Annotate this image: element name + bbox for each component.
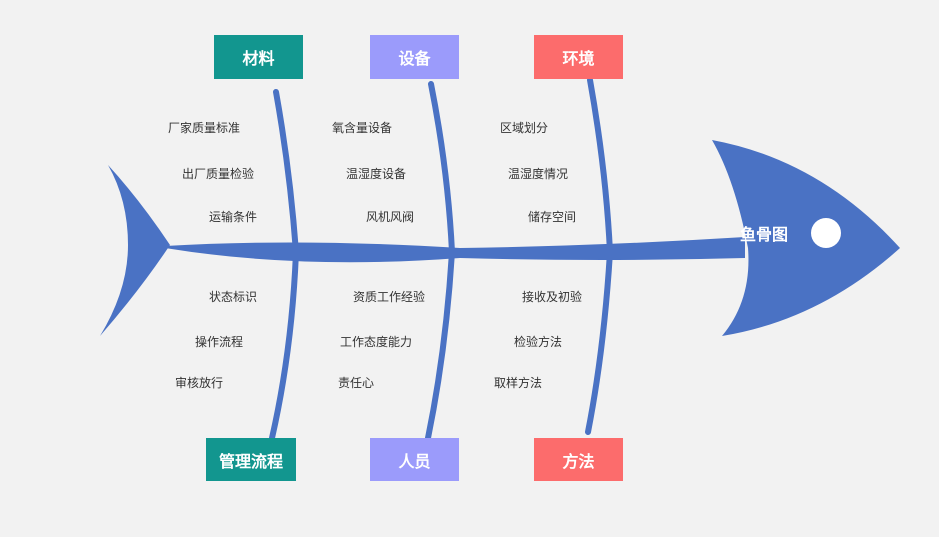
cause-label: 温湿度设备 xyxy=(346,167,407,181)
cause-label: 操作流程 xyxy=(195,335,244,349)
cause-label: 资质工作经验 xyxy=(353,290,426,304)
category-box-personnel[interactable]: 人员 xyxy=(370,438,459,481)
category-box-management[interactable]: 管理流程 xyxy=(206,438,296,481)
bone-environment xyxy=(587,77,613,255)
category-box-environment[interactable]: 环境 xyxy=(534,35,623,79)
category-box-method[interactable]: 方法 xyxy=(534,438,623,481)
cause-label: 状态标识 xyxy=(209,290,258,304)
cause-label: 审核放行 xyxy=(175,376,224,390)
cause-label: 接收及初验 xyxy=(522,290,583,304)
bone-material xyxy=(273,89,299,255)
head-label: 鱼骨图 xyxy=(740,225,789,244)
cause-label: 储存空间 xyxy=(528,210,577,224)
bone-method xyxy=(585,249,613,435)
cause-label: 责任心 xyxy=(338,376,375,390)
bone-equipment xyxy=(428,81,455,255)
cause-label: 出厂质量检验 xyxy=(182,167,255,181)
cause-label: 运输条件 xyxy=(209,210,258,224)
bone-management xyxy=(269,249,299,441)
fish-spine xyxy=(165,237,745,263)
fish-tail xyxy=(100,165,170,336)
fish-eye xyxy=(811,218,841,248)
cause-label: 温湿度情况 xyxy=(508,167,569,181)
cause-label: 区域划分 xyxy=(500,121,549,135)
category-box-equipment[interactable]: 设备 xyxy=(370,35,459,79)
bone-personnel xyxy=(425,249,455,441)
cause-label: 检验方法 xyxy=(514,335,563,349)
fish-head xyxy=(712,140,900,336)
cause-label: 风机风阀 xyxy=(366,210,415,224)
cause-label: 厂家质量标准 xyxy=(168,121,241,135)
cause-label: 氧含量设备 xyxy=(332,121,393,135)
cause-label: 工作态度能力 xyxy=(340,335,413,349)
cause-label: 取样方法 xyxy=(494,376,543,390)
category-box-material[interactable]: 材料 xyxy=(214,35,303,79)
